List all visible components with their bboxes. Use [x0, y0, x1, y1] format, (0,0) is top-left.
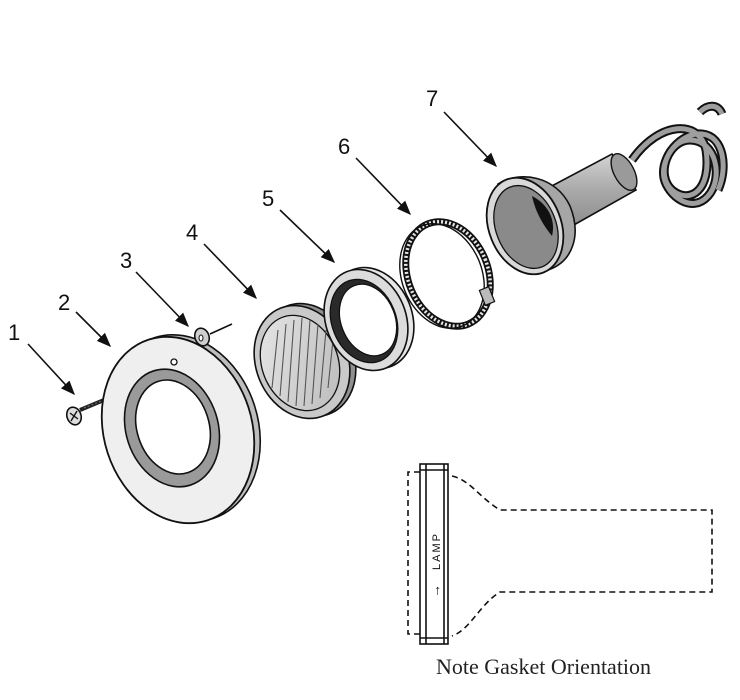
callout-7: 7 — [426, 86, 497, 168]
callout-label: 1 — [8, 320, 20, 345]
lamp-cord — [628, 101, 728, 208]
part-1-screw — [65, 398, 105, 426]
leader-arrow — [203, 243, 257, 300]
callout-6: 6 — [338, 134, 411, 216]
lamp-outline-dashed — [451, 475, 713, 637]
callout-label: 3 — [120, 248, 132, 273]
callout-3: 3 — [120, 248, 189, 328]
part-2-face-ring — [100, 334, 262, 525]
callout-label: 7 — [426, 86, 438, 111]
leader-arrow — [27, 343, 75, 396]
callout-2: 2 — [58, 290, 112, 348]
gasket-label: LAMP — [431, 532, 443, 570]
leader-arrow — [443, 111, 497, 168]
callout-5: 5 — [262, 186, 336, 263]
part-7-lamp-assembly — [485, 101, 728, 276]
callout-1: 1 — [8, 320, 75, 396]
leader-arrow — [355, 157, 411, 216]
leader-arrow — [135, 271, 189, 328]
callout-label: 4 — [186, 220, 198, 245]
part-5-gasket — [323, 266, 415, 372]
inset-caption: Note Gasket Orientation — [436, 654, 651, 679]
callout-label: 6 — [338, 134, 350, 159]
callout-label: 5 — [262, 186, 274, 211]
lens-pattern — [271, 317, 334, 407]
leader-arrow — [75, 311, 112, 348]
callout-label: 2 — [58, 290, 70, 315]
part-3-washer — [193, 323, 233, 347]
orientation-arrow-glyph: → — [427, 582, 443, 598]
gasket-outline-dashed — [407, 471, 420, 635]
gasket-orientation-inset: LAMP → — [407, 463, 713, 645]
part-6-clamp-ring — [399, 218, 496, 330]
callout-4: 4 — [186, 220, 257, 300]
leader-arrow — [279, 209, 336, 263]
